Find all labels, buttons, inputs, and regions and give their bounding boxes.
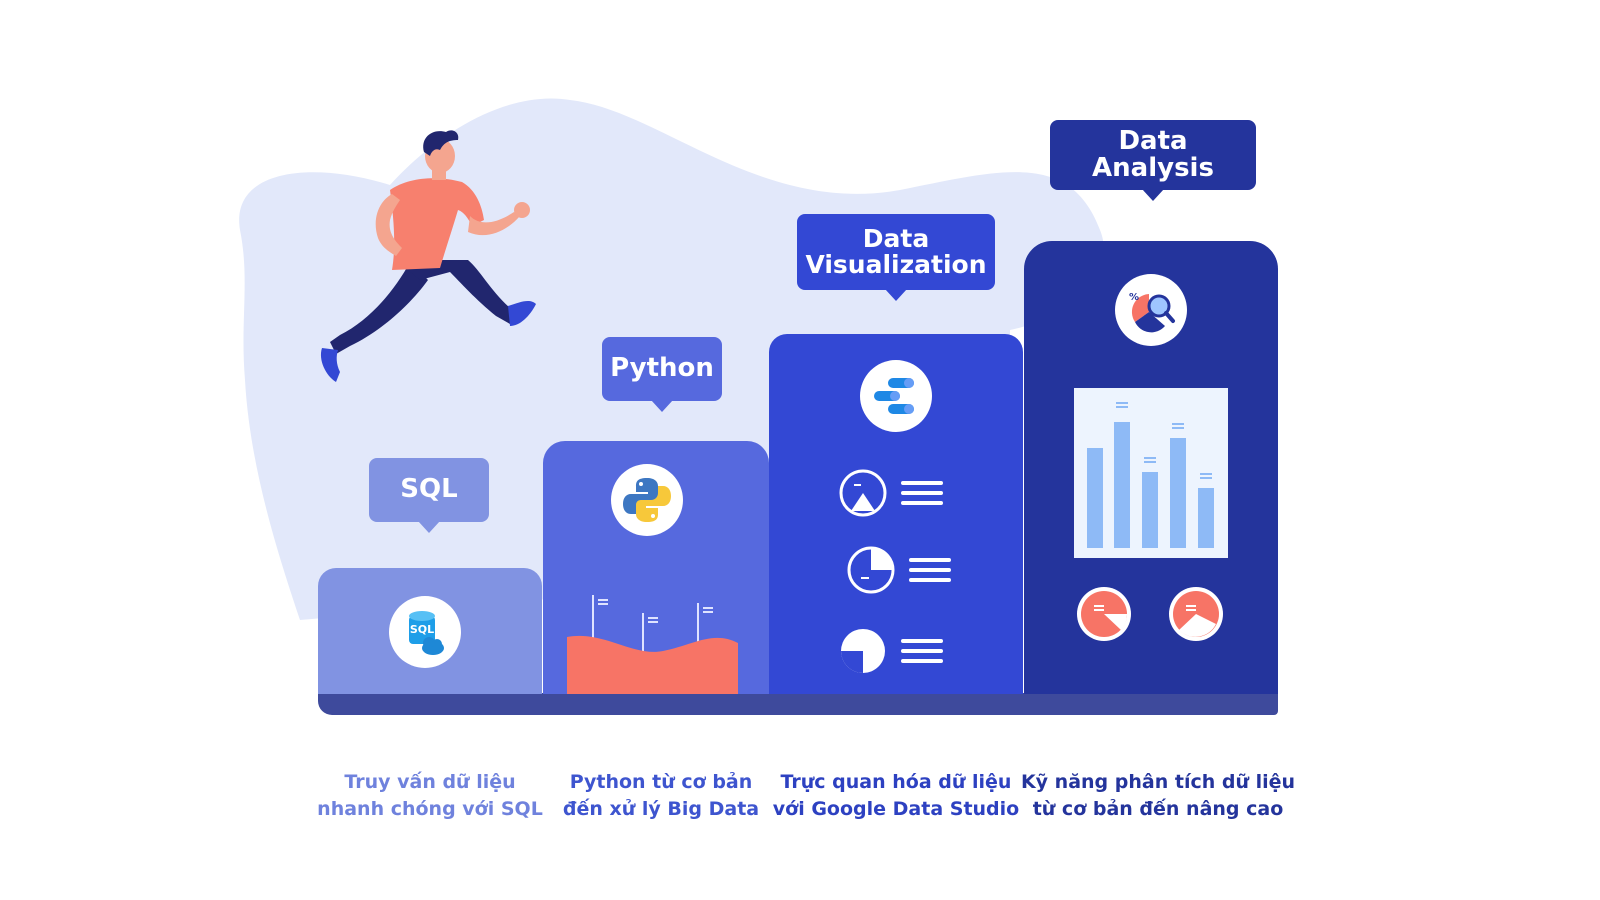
running-man-figure [320, 130, 536, 382]
data-analysis-dashboard [1074, 388, 1228, 641]
bar-3 [1142, 472, 1158, 548]
bar-4 [1170, 438, 1186, 548]
caption-text: Trực quan hóa dữ liệu với Google Data St… [772, 771, 1020, 820]
sql-icon-circle: SQL [389, 596, 461, 668]
caption-python: Python từ cơ bản đến xử lý Big Data [536, 742, 786, 823]
tag-bubble-sql: SQL [369, 458, 489, 533]
tag-label: SQL [400, 474, 458, 505]
tag-label: Data Analysis [1092, 125, 1214, 183]
tag-bubble-data-analysis: Data Analysis [1050, 120, 1256, 201]
bar-1 [1087, 448, 1103, 548]
caption-data-visualization: Trực quan hóa dữ liệu với Google Data St… [761, 742, 1031, 823]
tag-label: Data Visualization [805, 223, 987, 279]
tag-bubble-data-visualization: Data Visualization [797, 214, 995, 301]
sql-badge-text: SQL [410, 623, 434, 636]
bar-2 [1114, 422, 1130, 548]
caption-text: Kỹ năng phân tích dữ liệu từ cơ bản đến … [1020, 771, 1296, 820]
caption-text: Truy vấn dữ liệu nhanh chóng với SQL [317, 771, 543, 820]
tag-label: Python [610, 353, 714, 384]
python-icon-circle [611, 464, 683, 536]
bar-5 [1198, 488, 1214, 548]
tag-bubble-python: Python [602, 337, 722, 412]
data-studio-icon-circle [860, 360, 932, 432]
python-area-chart [567, 595, 738, 694]
coral-pie-2 [1169, 587, 1223, 641]
base-platform [318, 693, 1278, 715]
python-logo-icon [623, 478, 671, 522]
caption-text: Python từ cơ bản đến xử lý Big Data [562, 771, 760, 820]
pie-list-item-3 [841, 629, 943, 673]
pie-list-item-2 [847, 546, 951, 594]
sql-database-cloud-icon: SQL [409, 611, 444, 655]
caption-sql: Truy vấn dữ liệu nhanh chóng với SQL [305, 742, 555, 823]
svg-text:%: % [1129, 292, 1139, 303]
pie-list-item-1 [839, 469, 943, 517]
data-analysis-icon-circle: % [1115, 274, 1187, 346]
coral-pie-1 [1077, 587, 1131, 641]
caption-data-analysis: Kỹ năng phân tích dữ liệu từ cơ bản đến … [1015, 742, 1301, 823]
data-analysis-magnifier-icon: % [1129, 292, 1175, 333]
google-data-studio-icon [874, 378, 914, 414]
pie-list-items [839, 469, 951, 673]
